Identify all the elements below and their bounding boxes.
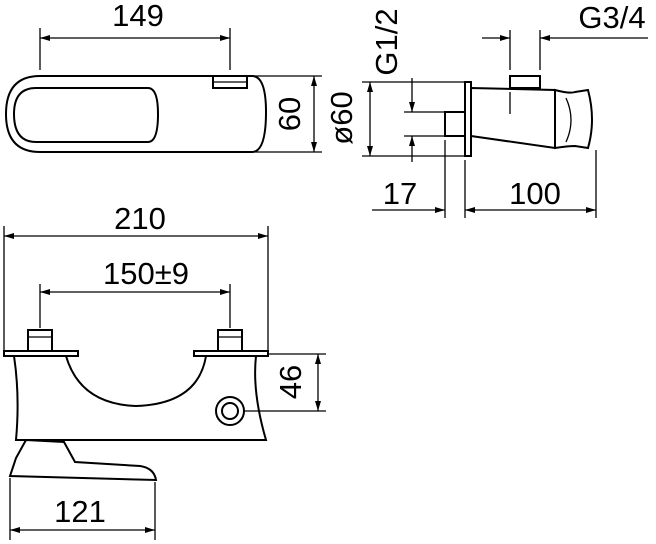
- front-view-knob-inner: [221, 402, 239, 420]
- side-view-outlet: [509, 75, 541, 89]
- dim-121-label: 121: [54, 494, 106, 529]
- side-view-knob: [554, 88, 593, 150]
- top-view-body: [4, 75, 268, 153]
- front-view-knob-outer: [215, 396, 245, 426]
- side-view-knob-ring: [565, 97, 572, 143]
- side-view-inlet: [444, 111, 466, 137]
- dim-100-label: 100: [509, 176, 561, 211]
- dim-g34-label: G3/4: [578, 0, 645, 35]
- dim-g12-label: G1/2: [369, 8, 404, 75]
- dim-46-label: 46: [273, 365, 308, 399]
- side-view-body: [470, 86, 556, 150]
- front-view-body: [12, 355, 268, 441]
- top-view: 149 60: [4, 0, 322, 153]
- dim-60-label: 60: [272, 97, 307, 131]
- front-view-connection-right: [217, 329, 243, 352]
- dim-17-label: 17: [383, 176, 417, 211]
- top-view-handle: [12, 87, 160, 143]
- dim-150-label: 150±9: [103, 256, 189, 291]
- front-view-connection-left: [27, 329, 53, 352]
- dim-dia60-label: ø60: [324, 91, 359, 144]
- dim-210-label: 210: [114, 201, 166, 236]
- front-view-spout: [8, 438, 158, 482]
- side-view: G3/4 G1/2 ø60 17 100: [324, 0, 648, 218]
- dim-149-label: 149: [112, 0, 164, 33]
- front-view: 210 150±9 46 121: [3, 201, 326, 540]
